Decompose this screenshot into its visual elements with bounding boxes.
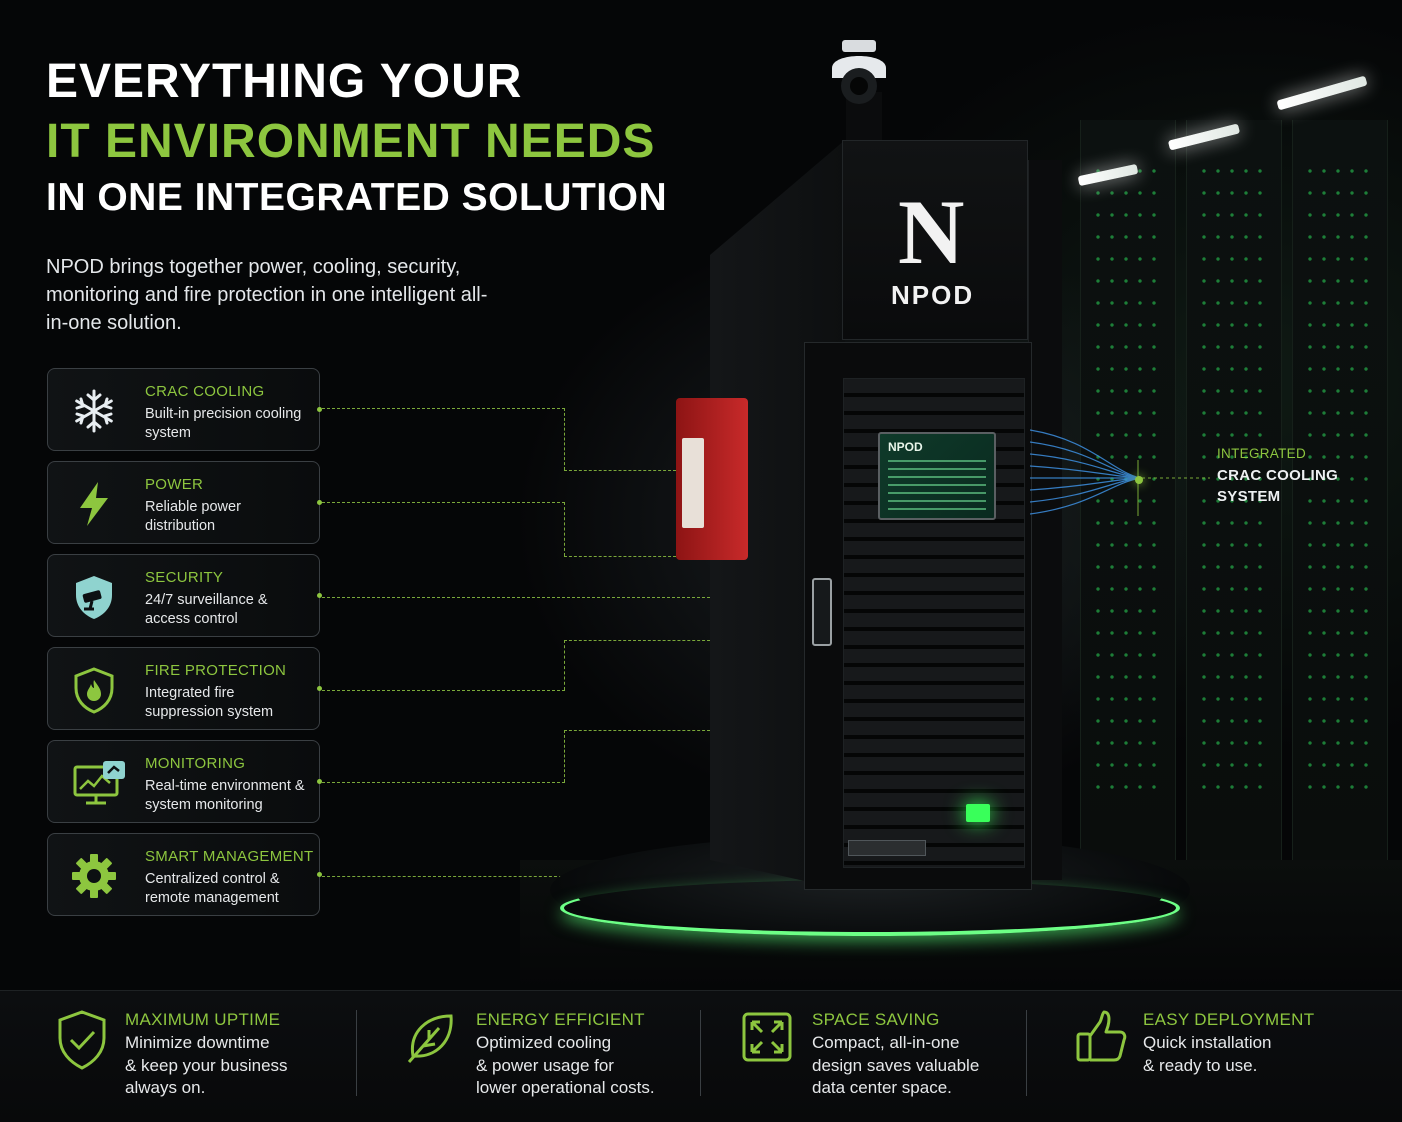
gear-icon [70,852,118,900]
lightning-bolt-icon [70,480,118,528]
cabinet-label-strip [848,840,926,856]
connector-line [564,640,710,641]
connector-line [322,408,565,409]
security-camera-shield-icon [70,573,118,621]
platform-glow-ring [560,880,1180,936]
benefit-title: EASY DEPLOYMENT [1143,1010,1315,1029]
benefit-divider [700,1010,701,1096]
headline-line-3: IN ONE INTEGRATED SOLUTION [46,176,668,219]
side-callout-title-1: CRAC COOLING [1217,467,1339,484]
monitor-chart-icon [72,759,128,807]
connector-line [564,502,565,556]
npod-logo-text: NPOD [891,280,975,310]
feature-title: SMART MANAGEMENT [145,848,314,865]
feature-card-security: SECURITY 24/7 surveillance & access cont… [47,554,322,637]
cabinet-display-screen: NPOD [878,432,996,520]
benefit-divider [1026,1010,1027,1096]
connector-line [564,556,676,557]
thumbs-up-icon [1076,1010,1128,1066]
connector-line [322,597,710,598]
feature-description: Real-time environment & system monitorin… [145,778,305,813]
feature-card-fire-protection: FIRE PROTECTION Integrated fire suppress… [47,647,322,730]
connector-line [564,730,710,731]
connector-dot [317,779,322,784]
shield-check-icon [58,1010,110,1070]
leaf-icon [405,1010,457,1066]
feature-card-crac-cooling: CRAC COOLING Built-in precision cooling … [47,368,322,451]
side-callout-kicker: INTEGRATED [1217,446,1307,461]
benefit-divider [356,1010,357,1096]
benefit-description: Quick installation& ready to use. [1143,1033,1272,1075]
connector-line [564,640,565,690]
snowflake-icon [70,387,118,435]
side-callout-title-2: SYSTEM [1217,488,1281,505]
benefit-title: ENERGY EFFICIENT [476,1010,645,1029]
connector-line [322,502,565,503]
door-handle [812,578,832,646]
feature-description: 24/7 surveillance & access control [145,592,268,627]
connector-dot [317,407,322,412]
fire-shield-icon [70,666,118,714]
feature-description: Integrated fire suppression system [145,685,274,720]
security-camera-icon [828,38,890,108]
feature-title: SECURITY [145,569,224,586]
side-label-dot [1135,476,1143,484]
benefits-bar [0,990,1402,1122]
benefit-title: SPACE SAVING [812,1010,940,1029]
feature-card-smart-management: SMART MANAGEMENT Centralized control & r… [47,833,322,916]
connector-line [564,408,565,470]
connector-line [322,782,565,783]
feature-title: POWER [145,476,204,493]
headline-line-1: EVERYTHING YOUR [46,55,523,108]
benefit-title: MAXIMUM UPTIME [125,1010,281,1029]
feature-title: CRAC COOLING [145,383,265,400]
side-callout: INTEGRATED CRAC COOLING SYSTEM [1217,446,1338,507]
connector-dot [317,500,322,505]
expand-arrows-icon [742,1010,794,1066]
status-led [966,804,990,822]
headline-line-2: IT ENVIRONMENT NEEDS [46,115,656,168]
connector-dot [317,872,322,877]
feature-title: MONITORING [145,755,246,772]
feature-title: FIRE PROTECTION [145,662,287,679]
fire-suppression-unit [676,398,748,560]
intro-paragraph: NPOD brings together power, cooling, sec… [46,256,488,334]
airflow-lines-icon [1029,420,1230,530]
screen-label: NPOD [888,440,923,454]
connector-line [322,690,565,691]
connector-line [322,876,562,877]
connector-dot [317,686,322,691]
feature-description: Reliable power distribution [145,499,241,534]
connector-line [564,730,565,782]
connector-line [564,470,676,471]
feature-description: Built-in precision cooling system [145,406,302,441]
feature-description: Centralized control & remote management [145,871,280,906]
npod-logo-mark: N [898,181,965,283]
cabinet-logo-panel [842,140,1028,340]
feature-card-monitoring: MONITORING Real-time environment & syste… [47,740,322,823]
connector-dot [317,593,322,598]
feature-card-power: POWER Reliable power distribution [47,461,322,544]
